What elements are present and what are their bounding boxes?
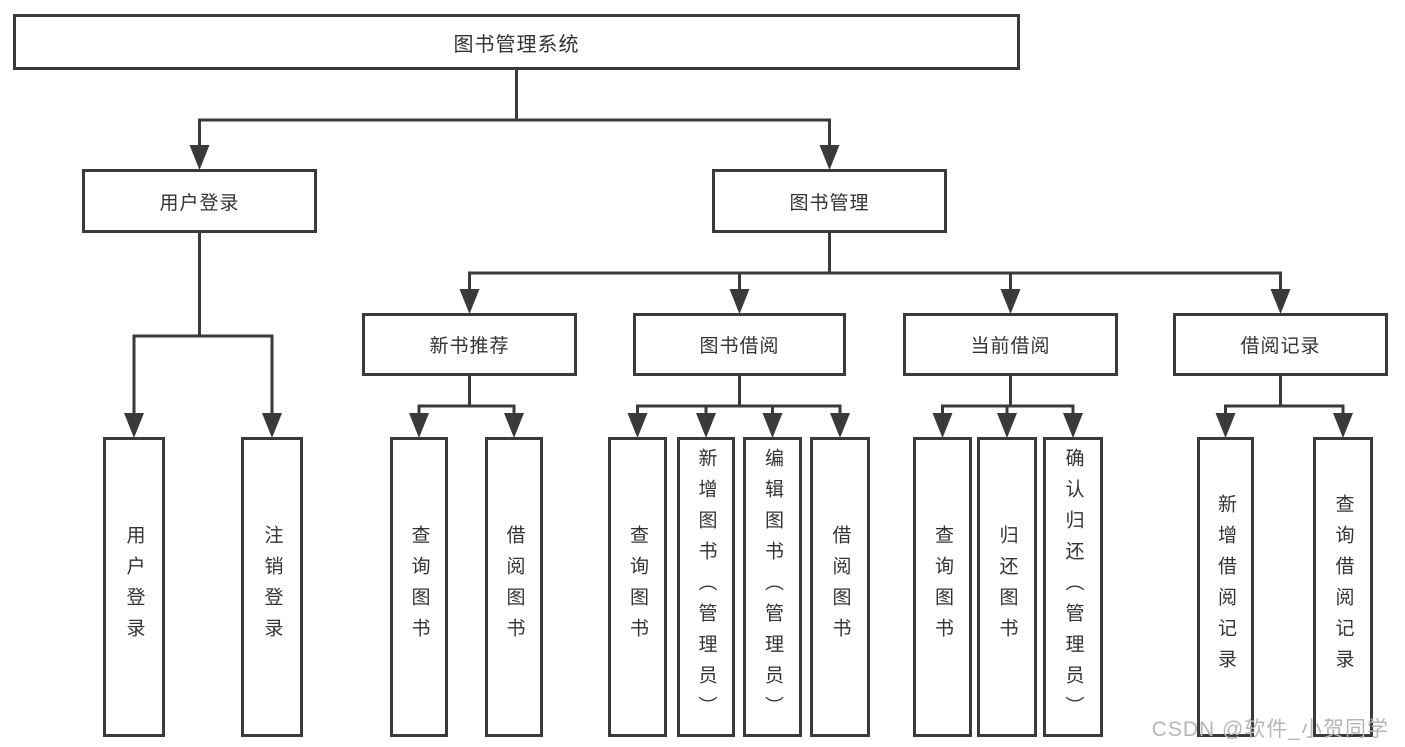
node-query-books-current: 查询图书: [913, 437, 972, 737]
node-query-books-rec: 查询图书: [390, 437, 448, 737]
node-new-book-rec: 新书推荐: [362, 313, 577, 376]
arrowhead-book-mgmt: [819, 145, 840, 170]
node-label-user-login: 用户登录: [159, 192, 240, 214]
node-label-query-books-borrow: 查询图书: [627, 525, 648, 649]
node-label-current-borrow: 当前借阅: [970, 336, 1051, 357]
node-label-query-borrow-record: 查询借阅记录: [1332, 494, 1354, 680]
watermark: CSDN @软件_小贺同学: [1151, 718, 1389, 741]
node-label-confirm-return-admin: 确认归还（管理员）: [1062, 447, 1084, 727]
arrowhead-logout-leaf: [262, 413, 282, 438]
arrowhead-return-books: [997, 413, 1017, 438]
arrowhead-query-books-current: [932, 413, 953, 438]
arrowhead-query-borrow-record: [1333, 413, 1353, 438]
arrowhead-query-books-rec: [409, 413, 429, 438]
node-label-query-books-current: 查询图书: [932, 525, 953, 649]
node-label-edit-books-admin: 编辑图书（管理员）: [762, 447, 783, 727]
node-label-new-book-rec: 新书推荐: [429, 336, 510, 357]
arrowhead-borrow-books-leaf: [830, 413, 850, 438]
arrowhead-borrow-books-rec: [504, 413, 524, 438]
node-return-books: 归还图书: [977, 437, 1037, 737]
arrowhead-new-book-rec: [459, 289, 480, 314]
node-user-login: 用户登录: [82, 169, 317, 233]
arrowhead-edit-books-admin: [762, 413, 783, 438]
node-label-add-borrow-record: 新增借阅记录: [1215, 494, 1236, 680]
node-book-borrow: 图书借阅: [633, 313, 846, 376]
arrowhead-user-login-leaf: [124, 413, 144, 438]
arrowhead-current-borrow: [1000, 289, 1021, 314]
node-borrow-books-rec: 借阅图书: [485, 437, 543, 737]
node-label-add-books-admin: 新增图书（管理员）: [695, 447, 717, 727]
node-system-root: 图书管理系统: [13, 14, 1020, 70]
node-label-borrow-books-rec: 借阅图书: [503, 525, 525, 649]
arrowhead-add-books-admin: [696, 413, 716, 438]
node-label-system-root: 图书管理系统: [453, 33, 580, 56]
node-edit-books-admin: 编辑图书（管理员）: [743, 437, 802, 737]
node-label-borrow-books-leaf: 借阅图书: [829, 525, 851, 649]
arrowhead-borrow-records: [1270, 289, 1291, 314]
node-current-borrow: 当前借阅: [903, 313, 1118, 376]
arrowhead-confirm-return-admin: [1063, 413, 1083, 438]
arrowhead-query-books-borrow: [627, 413, 648, 438]
node-add-books-admin: 新增图书（管理员）: [677, 437, 735, 737]
node-label-book-borrow: 图书借阅: [699, 336, 780, 357]
arrowhead-add-borrow-record: [1215, 413, 1236, 438]
node-user-login-leaf: 用户登录: [103, 437, 165, 737]
node-label-borrow-records: 借阅记录: [1240, 336, 1321, 357]
node-borrow-books-leaf: 借阅图书: [810, 437, 870, 737]
node-label-return-books: 归还图书: [996, 525, 1018, 649]
arrowhead-user-login: [189, 145, 210, 170]
node-label-book-mgmt: 图书管理: [789, 192, 870, 214]
node-label-logout-leaf: 注销登录: [261, 525, 283, 649]
node-borrow-records: 借阅记录: [1173, 313, 1388, 376]
node-label-query-books-rec: 查询图书: [408, 525, 430, 649]
node-confirm-return-admin: 确认归还（管理员）: [1043, 437, 1103, 737]
node-book-mgmt: 图书管理: [712, 169, 947, 233]
node-query-books-borrow: 查询图书: [608, 437, 667, 737]
node-logout-leaf: 注销登录: [241, 437, 303, 737]
arrowhead-book-borrow: [729, 289, 750, 314]
node-query-borrow-record: 查询借阅记录: [1313, 437, 1373, 737]
node-add-borrow-record: 新增借阅记录: [1197, 437, 1254, 737]
node-label-user-login-leaf: 用户登录: [123, 525, 145, 649]
